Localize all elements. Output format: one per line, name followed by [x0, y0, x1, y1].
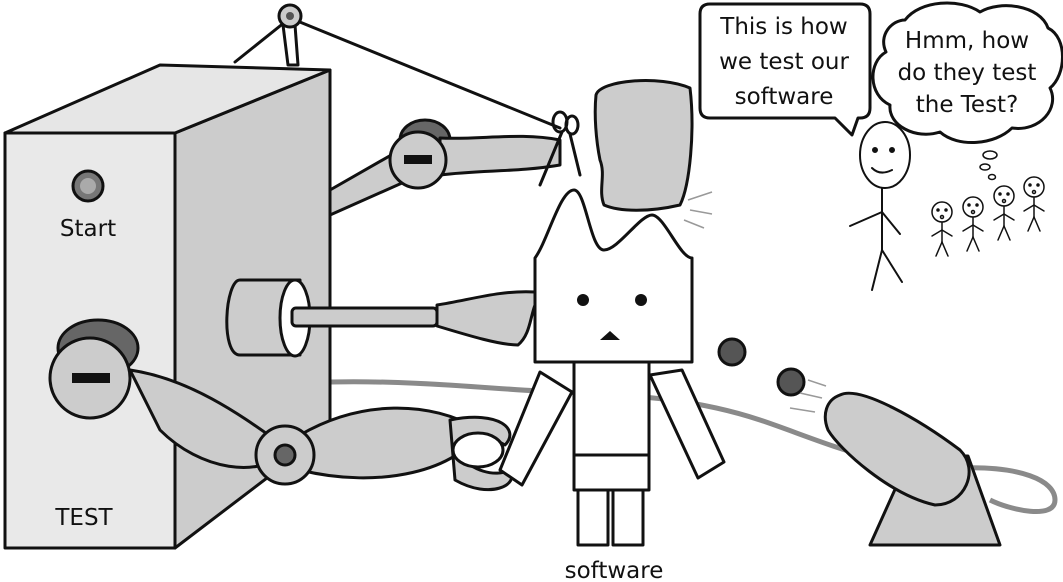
start-label: Start — [60, 216, 116, 242]
small-stick-figure-4 — [1023, 176, 1045, 232]
cannonball-1 — [717, 337, 747, 367]
small-stick-figure-3 — [993, 185, 1015, 241]
small-stick-figure-1 — [931, 201, 953, 257]
lower-arm — [48, 318, 514, 491]
thought-bubble: Hmm, how do they test the Test? — [871, 1, 1063, 181]
small-stick-figure-2 — [962, 196, 984, 252]
software-robot — [498, 188, 726, 547]
cannonball-2 — [776, 367, 806, 397]
robot-mouth — [600, 331, 620, 340]
pulley-crane — [233, 3, 562, 130]
thought-line-3: the Test? — [916, 92, 1019, 118]
speech-line-3: software — [735, 84, 834, 110]
speech-line-1: This is how — [719, 14, 847, 40]
cut-off-head-piece — [593, 79, 694, 212]
pointing-arm — [225, 278, 574, 358]
thought-line-2: do they test — [898, 60, 1037, 86]
small-stick-figures — [931, 176, 1045, 257]
scissors-icon — [538, 110, 582, 187]
speech-bubble: This is how we test our software — [698, 2, 872, 137]
power-cable — [329, 379, 1058, 515]
speech-line-2: we test our — [719, 49, 849, 75]
test-label: TEST — [54, 505, 113, 531]
start-button[interactable] — [71, 169, 105, 203]
motion-lines — [683, 191, 713, 229]
cannon — [823, 391, 1002, 547]
software-label: software — [565, 558, 664, 582]
robot-right-eye — [635, 294, 647, 306]
thought-line-1: Hmm, how — [905, 28, 1029, 54]
stick-person-observer — [849, 121, 911, 291]
upper-arm — [328, 118, 562, 217]
robot-left-eye — [577, 294, 589, 306]
cannonball-motion-lines — [789, 379, 827, 413]
